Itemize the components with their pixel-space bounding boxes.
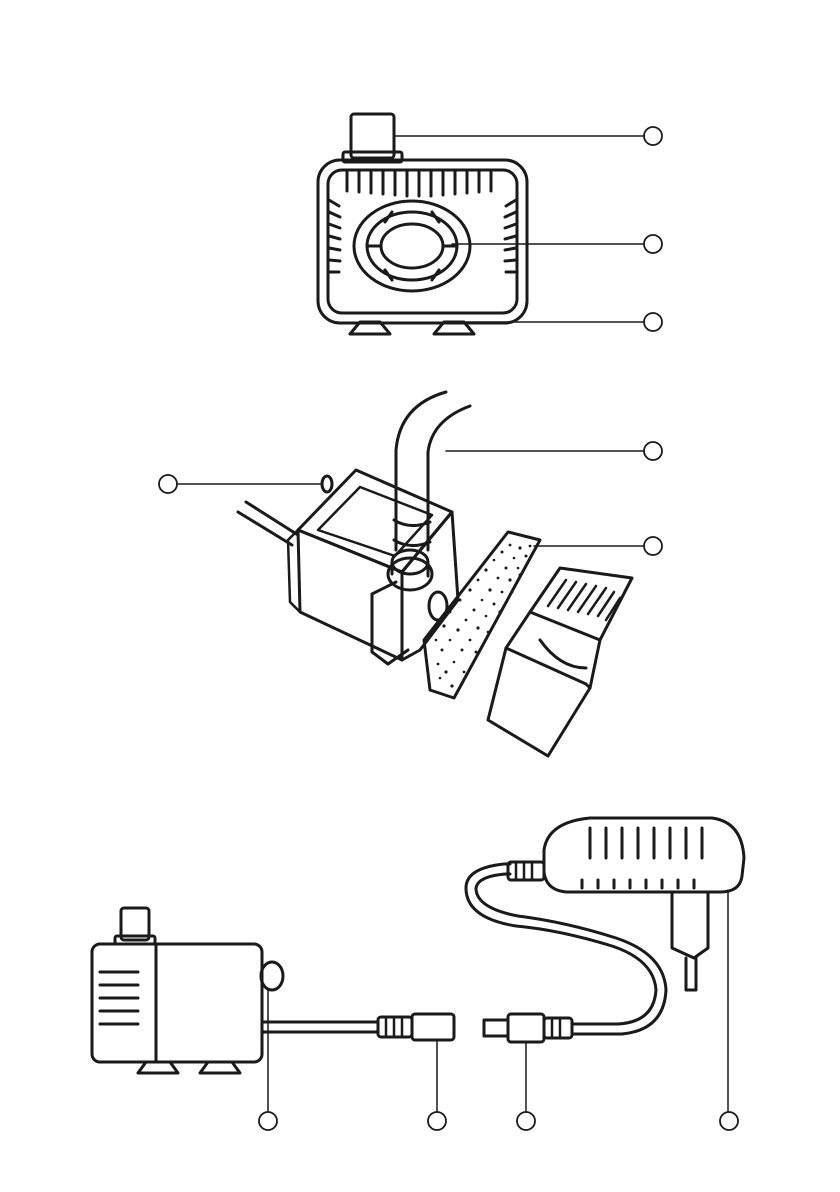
female-connector-head bbox=[412, 1014, 454, 1040]
callout-circle-icon bbox=[644, 442, 662, 460]
pump-cable bbox=[262, 1022, 378, 1032]
adapter-cable bbox=[466, 864, 666, 1034]
intake-grille bbox=[354, 201, 470, 291]
pump-left-face bbox=[298, 530, 402, 660]
adapter-strain-ribs bbox=[516, 862, 532, 880]
male-connector-body bbox=[508, 1014, 544, 1042]
small-pump-foot-left bbox=[138, 1062, 178, 1073]
callout-circle-icon bbox=[720, 1112, 738, 1130]
small-pump-foot-right bbox=[200, 1062, 240, 1073]
callout-circle-icon bbox=[159, 475, 177, 493]
pump-right-face bbox=[402, 512, 458, 660]
connection-view-figure bbox=[92, 818, 744, 1130]
filter-cover-cutout bbox=[540, 640, 586, 668]
right-side-vents bbox=[505, 200, 516, 272]
callout-circle-icon bbox=[644, 313, 662, 331]
callout-circle-icon bbox=[428, 1112, 446, 1130]
callout-circle-icon bbox=[517, 1112, 535, 1130]
small-pump-side-nub bbox=[261, 962, 283, 990]
exploded-view-figure bbox=[159, 392, 662, 756]
male-connector-ribs bbox=[552, 1018, 560, 1038]
small-pump-vents bbox=[100, 972, 138, 1024]
left-side-vents bbox=[329, 200, 340, 272]
filter-cover-slots bbox=[548, 580, 620, 620]
callout-circle-icon bbox=[644, 235, 662, 253]
small-pump-body bbox=[92, 944, 262, 1062]
callout-circle-icon bbox=[644, 127, 662, 145]
top-nub bbox=[322, 476, 332, 492]
callout-circle-icon bbox=[644, 537, 662, 555]
power-adapter-icon bbox=[544, 818, 744, 892]
adapter-bottom-vents bbox=[582, 880, 694, 888]
plug-icon bbox=[672, 892, 708, 958]
top-vents bbox=[347, 171, 491, 196]
sponge-filter-icon bbox=[424, 532, 540, 698]
hose-cuff bbox=[394, 520, 430, 546]
adapter-strain-relief bbox=[508, 862, 544, 880]
callout-circle-icon bbox=[259, 1112, 277, 1130]
adapter-top-vents bbox=[590, 828, 702, 858]
front-view-figure bbox=[318, 114, 662, 334]
male-connector-grip bbox=[544, 1018, 572, 1038]
plug-pin bbox=[686, 958, 696, 990]
female-connector-ribs bbox=[386, 1017, 402, 1037]
male-connector-pins bbox=[484, 1020, 508, 1036]
pump-body-outer bbox=[318, 160, 527, 323]
